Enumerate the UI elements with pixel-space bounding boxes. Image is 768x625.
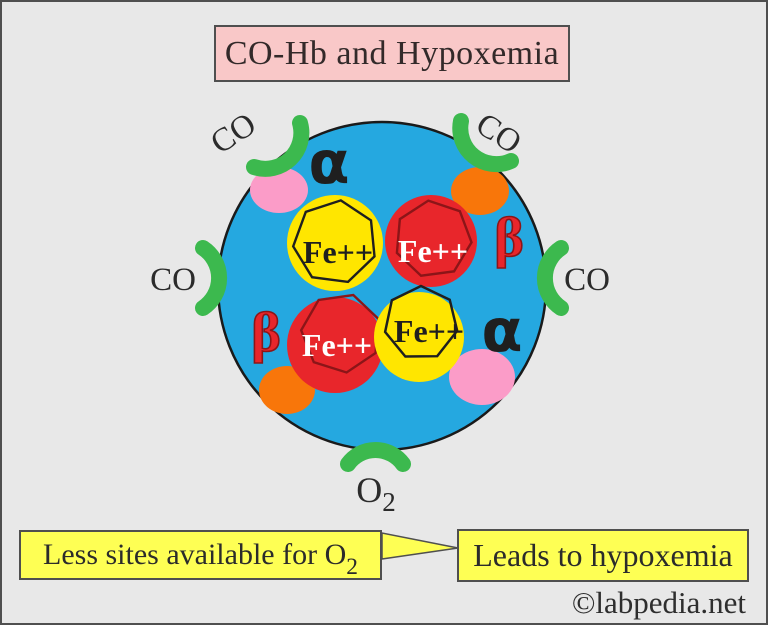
- o2-subscript: 2: [382, 487, 396, 517]
- heme-group-top-left: Fe++: [287, 195, 383, 291]
- fe-site-label: Fe++: [303, 234, 373, 270]
- alpha-chain-label-top: α: [308, 128, 349, 198]
- heme-circle: [287, 195, 383, 291]
- fe-site-label: Fe++: [394, 313, 464, 349]
- title-box: CO-Hb and Hypoxemia: [214, 25, 570, 82]
- co-label-left: CO: [150, 262, 196, 298]
- co-label-top-left: CO: [205, 106, 263, 161]
- co-molecule-icon-top-right: [452, 113, 519, 173]
- co-molecule-icon-right: [536, 240, 569, 316]
- binding-site-orange-top-right: [451, 167, 509, 215]
- o2-symbol: O: [356, 470, 382, 510]
- binding-site-pink-bottom-right: [449, 349, 515, 405]
- fe-site-label: Fe++: [398, 233, 468, 269]
- binding-site-pink-top-left: [250, 167, 308, 213]
- beta-chain-label-top-right: β: [494, 207, 524, 269]
- page-title: CO-Hb and Hypoxemia: [224, 34, 560, 72]
- callout-left-subscript: 2: [346, 553, 358, 580]
- heme-group-top-right: Fe++: [384, 191, 479, 287]
- heme-group-bottom-right: Fe++: [374, 280, 464, 382]
- callout-left-text: Less sites available for O2: [43, 538, 358, 578]
- heme-circle: [287, 297, 383, 393]
- co-molecule-icon-left: [195, 240, 228, 316]
- callout-right-text: Leads to hypoxemia: [473, 537, 733, 573]
- o2-molecule-icon-bottom: [340, 442, 411, 472]
- callout-hypoxemia: Leads to hypoxemia: [457, 529, 749, 582]
- beta-chain-label-bottom-left: β: [251, 302, 281, 364]
- heme-circle: [374, 292, 464, 382]
- watermark: ©labpedia.net: [571, 585, 746, 620]
- fe-site-label: Fe++: [302, 327, 372, 363]
- callout-connector: [381, 532, 459, 560]
- co-molecule-icon-top-left: [246, 115, 310, 177]
- co-label-right: CO: [564, 262, 610, 298]
- callout-less-sites: Less sites available for O2: [19, 530, 382, 580]
- callout-left-main: Less sites available for O: [43, 538, 347, 571]
- alpha-chain-label-bottom: α: [481, 296, 522, 366]
- heme-group-bottom-left: Fe++: [287, 285, 387, 393]
- o2-label: O2: [356, 470, 396, 517]
